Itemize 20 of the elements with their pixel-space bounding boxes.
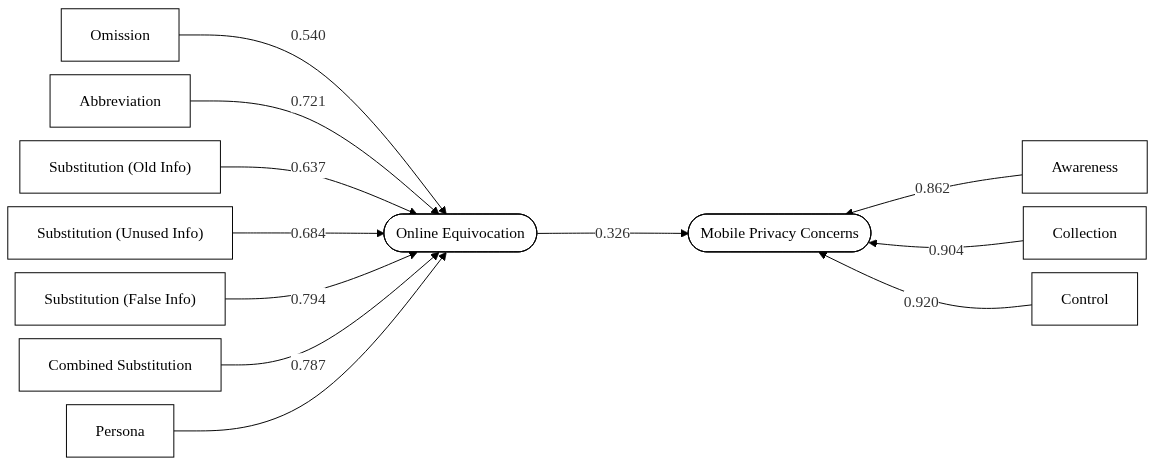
edge-label: 0.794 [290, 290, 326, 307]
edge-label: 0.904 [928, 241, 964, 259]
edge-label: 0.920 [903, 293, 939, 310]
edge-label: 0.326 [595, 224, 630, 241]
node-box: Substitution (Old Info) [19, 140, 221, 194]
node-box: Persona [65, 404, 175, 458]
edge-label: 0.721 [290, 92, 326, 109]
node-box: Omission [60, 8, 180, 62]
edge-label: 0.637 [290, 158, 326, 175]
node-box: Abbreviation [49, 74, 191, 128]
node-box: Collection [1022, 206, 1147, 260]
edge-label: 0.684 [290, 224, 326, 241]
node-box: Combined Substitution [18, 338, 222, 392]
node-box: Awareness [1021, 140, 1148, 194]
edge-label: 0.540 [290, 26, 326, 43]
node-box: Substitution (Unused Info) [7, 206, 233, 260]
edge-label: 0.862 [914, 179, 950, 197]
node-box: Control [1031, 272, 1139, 326]
edge-label: 0.787 [290, 356, 326, 373]
node-box: Substitution (False Info) [14, 272, 226, 326]
